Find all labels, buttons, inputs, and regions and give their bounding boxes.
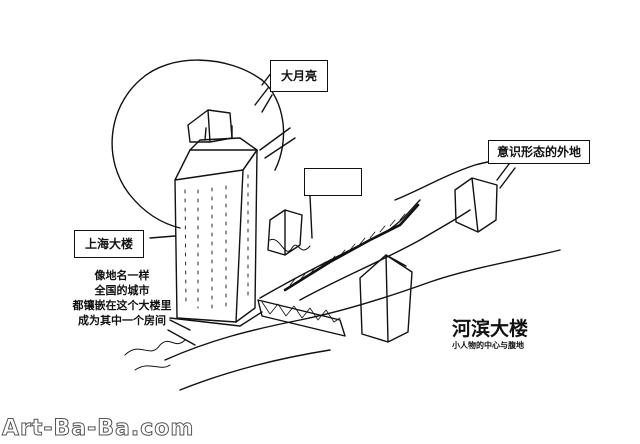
moon-circle-right — [261, 79, 285, 171]
label-shanghai-tower: 上海大楼 — [74, 230, 145, 259]
label-ideology-outside: 意识形态的外地 — [488, 140, 591, 165]
note-text: 像地名一样 全国的城市 都镶嵌在这个大楼里 成为其中一个房间 — [62, 268, 182, 328]
road-lower2 — [179, 349, 331, 391]
note-line: 像地名一样 — [94, 269, 150, 282]
label-moon: 大月亮 — [270, 60, 329, 93]
right-cube — [454, 177, 498, 233]
pyramid-building — [359, 254, 413, 343]
note-line: 成为其中一个房间 — [78, 314, 166, 327]
tower-cube — [187, 109, 233, 143]
note-line: 都镶嵌在这个大楼里 — [72, 299, 172, 312]
scribble-bottom — [124, 339, 186, 371]
diagram-title: 河滨大楼 — [452, 318, 529, 340]
note-line: 全国的城市 — [94, 284, 150, 297]
moon-circle — [111, 59, 263, 229]
tower-pointer — [149, 235, 176, 239]
river-bank-lower — [299, 209, 471, 301]
moon-pointer2 — [254, 87, 296, 159]
hatching — [289, 213, 406, 286]
small-cube — [267, 209, 303, 256]
tower-windows — [184, 174, 249, 313]
tower-top — [174, 149, 258, 181]
flag-pole — [309, 195, 313, 239]
tower-side — [235, 149, 258, 323]
bridge-truss — [261, 301, 341, 323]
tower-base — [169, 311, 263, 327]
bridge — [257, 299, 346, 337]
diagram-subtitle: 小人物的中心与腹地 — [452, 341, 524, 350]
riverside-strip — [283, 203, 420, 292]
scribble-left — [269, 238, 311, 252]
blank-flag-box — [304, 168, 362, 196]
watermark-text: Art-Ba-Ba.com — [1, 416, 195, 442]
tower-crown — [189, 125, 258, 151]
note-pointer — [167, 319, 196, 346]
